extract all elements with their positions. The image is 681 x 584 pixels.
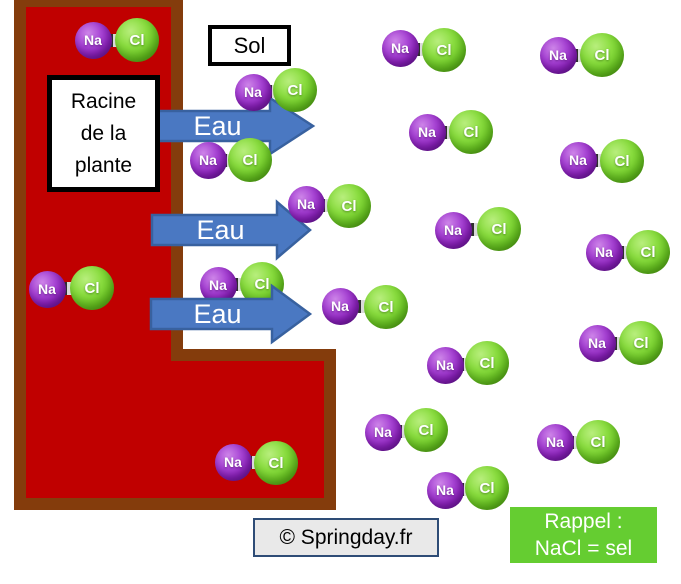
cl-atom: Cl	[600, 139, 644, 183]
cl-atom: Cl	[404, 408, 448, 452]
cl-atom: Cl	[465, 341, 509, 385]
cl-atom: Cl	[465, 466, 509, 510]
cl-atom: Cl	[364, 285, 408, 329]
cl-atom: Cl	[228, 138, 272, 182]
cl-atom: Cl	[422, 28, 466, 72]
na-atom: Na	[321, 287, 359, 325]
na-atom: Na	[189, 141, 227, 179]
na-atom: Na	[426, 471, 464, 509]
rappel-legend-box: Rappel : NaCl = sel	[510, 507, 657, 563]
na-atom: Na	[28, 270, 66, 308]
copyright-label: © Springday.fr	[279, 525, 413, 549]
racine-label-line1: Racine	[70, 89, 137, 113]
cl-atom: Cl	[70, 266, 114, 310]
cl-atom: Cl	[619, 321, 663, 365]
racine-label-line2: de la	[80, 121, 127, 145]
na-atom: Na	[426, 346, 464, 384]
cl-atom: Cl	[449, 110, 493, 154]
cl-atom: Cl	[477, 207, 521, 251]
na-atom: Na	[381, 29, 419, 67]
na-atom: Na	[234, 73, 272, 111]
na-atom: Na	[287, 185, 325, 223]
na-atom: Na	[536, 423, 574, 461]
cl-atom: Cl	[254, 441, 298, 485]
sol-label-box: Sol	[208, 25, 291, 66]
na-atom: Na	[214, 443, 252, 481]
copyright-box: © Springday.fr	[253, 518, 439, 557]
na-atom: Na	[74, 21, 112, 59]
cl-atom: Cl	[576, 420, 620, 464]
rappel-line2: NaCl = sel	[534, 537, 633, 560]
na-atom: Na	[434, 211, 472, 249]
na-atom: Na	[585, 233, 623, 271]
na-atom: Na	[559, 141, 597, 179]
na-atom: Na	[539, 36, 577, 74]
sol-label: Sol	[233, 32, 266, 58]
cl-atom: Cl	[273, 68, 317, 112]
na-atom: Na	[408, 113, 446, 151]
cl-atom: Cl	[327, 184, 371, 228]
na-atom: Na	[364, 413, 402, 451]
racine-label-box: Racine de la plante	[47, 75, 160, 192]
na-atom: Na	[578, 324, 616, 362]
racine-label-line3: plante	[74, 153, 133, 177]
cl-atom: Cl	[115, 18, 159, 62]
rappel-line1: Rappel :	[544, 510, 623, 533]
cl-atom: Cl	[626, 230, 670, 274]
cl-atom: Cl	[580, 33, 624, 77]
